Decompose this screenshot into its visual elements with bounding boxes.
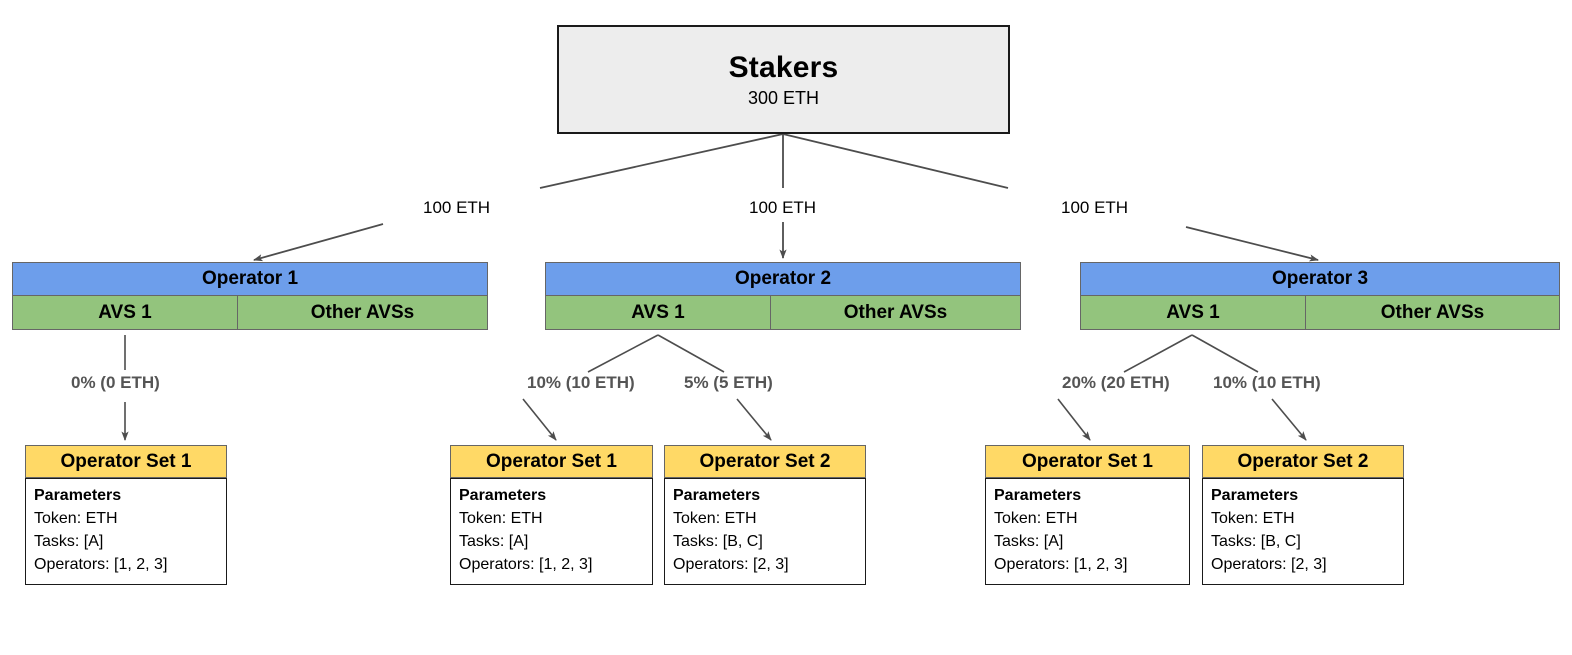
allocation-label-op1-set1: 0% (0 ETH) bbox=[68, 373, 163, 393]
operator-set-params: Parameters Token: ETH Tasks: [B, C] Oper… bbox=[1202, 478, 1404, 585]
edge-label-stake-2: 100 ETH bbox=[746, 198, 820, 218]
edge-arrow-op3 bbox=[1185, 226, 1319, 262]
operator-set-title: Operator Set 1 bbox=[985, 445, 1190, 478]
operator-2-avs-row: AVS 1 Other AVSs bbox=[545, 296, 1021, 330]
operator-1-title: Operator 1 bbox=[12, 262, 488, 296]
edge-op2-split-left bbox=[587, 334, 659, 373]
operator-set-params: Parameters Token: ETH Tasks: [B, C] Oper… bbox=[664, 478, 866, 585]
stakers-node: Stakers 300 ETH bbox=[557, 25, 1010, 134]
params-heading: Parameters bbox=[34, 487, 122, 504]
params-heading: Parameters bbox=[459, 487, 547, 504]
edge-op2-to-set1 bbox=[522, 398, 557, 441]
operator-3-avs-row: AVS 1 Other AVSs bbox=[1080, 296, 1560, 330]
operator-set-title: Operator Set 1 bbox=[450, 445, 653, 478]
stakers-title: Stakers bbox=[728, 50, 839, 84]
params-token: Token: ETH bbox=[459, 509, 543, 527]
params-heading: Parameters bbox=[994, 487, 1082, 504]
operator-2-other-avss-cell[interactable]: Other AVSs bbox=[771, 296, 1021, 330]
edge-arrow-op1 bbox=[253, 223, 384, 262]
edge-op3-to-set2 bbox=[1271, 398, 1307, 441]
operator-node-3[interactable]: Operator 3 AVS 1 Other AVSs bbox=[1080, 262, 1560, 330]
operator-node-2[interactable]: Operator 2 AVS 1 Other AVSs bbox=[545, 262, 1021, 330]
allocation-label-op3-set2: 10% (10 ETH) bbox=[1210, 373, 1324, 393]
allocation-label-op2-set2: 5% (5 ETH) bbox=[681, 373, 776, 393]
operator-set-params: Parameters Token: ETH Tasks: [A] Operato… bbox=[450, 478, 653, 585]
params-tasks: Tasks: [B, C] bbox=[673, 532, 763, 550]
edge-op3-split-right bbox=[1191, 334, 1259, 373]
operator-set-card-op1-set1[interactable]: Operator Set 1 Parameters Token: ETH Tas… bbox=[25, 445, 227, 585]
params-heading: Parameters bbox=[1211, 487, 1299, 504]
params-tasks: Tasks: [B, C] bbox=[1211, 532, 1301, 550]
operator-set-title: Operator Set 2 bbox=[1202, 445, 1404, 478]
params-token: Token: ETH bbox=[994, 509, 1078, 527]
operator-3-title: Operator 3 bbox=[1080, 262, 1560, 296]
edge-label-stake-1: 100 ETH bbox=[420, 198, 494, 218]
edge-label-stake-3: 100 ETH bbox=[1058, 198, 1132, 218]
operator-set-card-op2-set2[interactable]: Operator Set 2 Parameters Token: ETH Tas… bbox=[664, 445, 866, 585]
edge-stakers-to-op1-upper bbox=[539, 133, 784, 189]
operator-set-card-op2-set1[interactable]: Operator Set 1 Parameters Token: ETH Tas… bbox=[450, 445, 653, 585]
operator-set-params: Parameters Token: ETH Tasks: [A] Operato… bbox=[985, 478, 1190, 585]
edge-op3-to-set1 bbox=[1057, 398, 1091, 441]
operator-node-1[interactable]: Operator 1 AVS 1 Other AVSs bbox=[12, 262, 488, 330]
operator-2-title: Operator 2 bbox=[545, 262, 1021, 296]
operator-1-other-avss-cell[interactable]: Other AVSs bbox=[238, 296, 488, 330]
edge-op2-split-right bbox=[657, 334, 725, 373]
operator-set-card-op3-set1[interactable]: Operator Set 1 Parameters Token: ETH Tas… bbox=[985, 445, 1190, 585]
operator-3-avs-1-cell[interactable]: AVS 1 bbox=[1080, 296, 1306, 330]
operator-1-avs-1-cell[interactable]: AVS 1 bbox=[12, 296, 238, 330]
operator-3-other-avss-cell[interactable]: Other AVSs bbox=[1306, 296, 1560, 330]
allocation-label-op2-set1: 10% (10 ETH) bbox=[524, 373, 638, 393]
params-operators: Operators: [2, 3] bbox=[1211, 555, 1327, 573]
operator-set-params: Parameters Token: ETH Tasks: [A] Operato… bbox=[25, 478, 227, 585]
operator-set-title: Operator Set 2 bbox=[664, 445, 866, 478]
edge-stakers-to-op3-upper bbox=[782, 133, 1009, 189]
params-token: Token: ETH bbox=[1211, 509, 1295, 527]
params-tasks: Tasks: [A] bbox=[994, 532, 1064, 550]
operator-set-title: Operator Set 1 bbox=[25, 445, 227, 478]
operator-1-avs-row: AVS 1 Other AVSs bbox=[12, 296, 488, 330]
params-token: Token: ETH bbox=[673, 509, 757, 527]
allocation-label-op3-set1: 20% (20 ETH) bbox=[1059, 373, 1173, 393]
params-operators: Operators: [1, 2, 3] bbox=[994, 555, 1128, 573]
edge-op2-to-set2 bbox=[736, 398, 772, 441]
operator-set-card-op3-set2[interactable]: Operator Set 2 Parameters Token: ETH Tas… bbox=[1202, 445, 1404, 585]
params-operators: Operators: [1, 2, 3] bbox=[34, 555, 168, 573]
operator-2-avs-1-cell[interactable]: AVS 1 bbox=[545, 296, 771, 330]
params-operators: Operators: [1, 2, 3] bbox=[459, 555, 593, 573]
params-operators: Operators: [2, 3] bbox=[673, 555, 789, 573]
params-heading: Parameters bbox=[673, 487, 761, 504]
stakers-amount: 300 ETH bbox=[747, 87, 820, 108]
params-tasks: Tasks: [A] bbox=[34, 532, 104, 550]
params-token: Token: ETH bbox=[34, 509, 118, 527]
params-tasks: Tasks: [A] bbox=[459, 532, 529, 550]
edge-op3-split-left bbox=[1123, 334, 1193, 373]
